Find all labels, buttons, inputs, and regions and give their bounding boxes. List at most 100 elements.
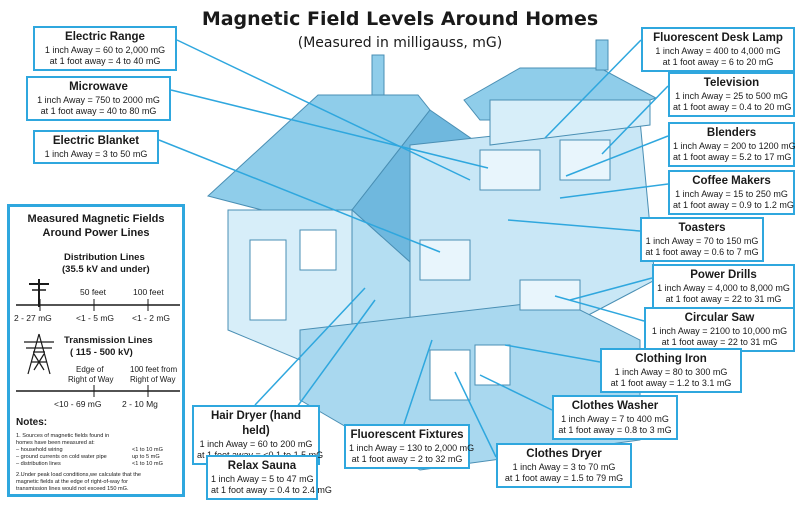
callout-line: at 1 foot away = 40 to 80 mG [40,106,157,116]
callout-line: at 1 foot away = 0.4 to 2.4 mG [211,485,332,495]
callout-line: at 1 foot away = 2 to 32 mG [351,454,463,464]
callout-circular-saw: Circular Saw 1 inch Away = 2100 to 10,00… [644,307,795,352]
power-lines-panel: Measured Magnetic Fields Around Power Li… [7,204,185,497]
transmission-tower-icon [24,333,54,375]
callout-title: Coffee Makers [692,175,771,187]
callout-line: at 1 foot away = 4 to 40 mG [49,56,161,66]
note-item-label: – ground currents on cold water pipe [16,454,107,460]
callout-title: Electric Range [65,31,145,43]
leader-line [176,39,471,181]
house-details [249,39,611,401]
leader-line [601,85,669,155]
distribution-header-100ft: 100 feet [133,287,164,297]
note-item-label: – distribution lines [16,461,61,467]
callout-fluorescent-desk-lamp: Fluorescent Desk Lamp 1 inch Away = 400 … [641,27,795,72]
callout-power-drills: Power Drills 1 inch Away = 4,000 to 8,00… [652,264,795,309]
callout-relax-sauna: Relax Sauna 1 inch Away = 5 to 47 mG at … [206,455,332,500]
callout-title: Television [703,77,760,89]
callout-line: 1 inch Away = 200 to 1200 mG [673,141,796,151]
transmission-title: Transmission Lines [64,335,153,346]
leader-line [544,39,642,139]
leader-line [504,344,601,363]
note-item-label: – household wiring [16,447,63,453]
page-title: Magnetic Field Levels Around Homes [201,8,599,30]
callout-clothes-washer: Clothes Washer 1 inch Away = 7 to 400 mG… [552,395,678,440]
callout-line: 1 inch Away = 7 to 400 mG [561,414,669,424]
note-item-value: <1 to 10 mG [132,461,163,467]
callout-title: Hair Dryer (hand held) [210,410,302,437]
callout-electric-blanket: Electric Blanket 1 inch Away = 3 to 50 m… [33,130,159,164]
callout-coffee-makers: Coffee Makers 1 inch Away = 15 to 250 mG… [668,170,795,215]
note-2-line3: transmission lines would not exceed 150 … [16,486,129,492]
note-1-line1: 1. Sources of magnetic fields found in [16,433,110,439]
callout-television: Television 1 inch Away = 25 to 500 mG at… [668,72,795,117]
callout-line: 1 inch Away = 3 to 50 mG [44,149,148,159]
callout-line: at 1 foot away = 0.9 to 1.2 mG [673,200,794,210]
callout-line: 1 inch Away = 750 to 2000 mG [37,95,160,105]
leader-line [254,287,366,406]
callout-title: Fluorescent Desk Lamp [653,32,783,44]
callout-line: at 1 foot away = 0.8 to 3 mG [558,425,672,435]
note-item-value: <1 to 10 mG [132,447,163,453]
callout-line: at 1 foot away = 1.5 to 79 mG [504,473,624,483]
leader-line [454,371,497,458]
callout-title: Power Drills [690,269,757,281]
callout-line: 1 inch Away = 130 to 2,000 mG [349,443,475,453]
distribution-value-50ft: <1 - 5 mG [76,313,115,323]
callout-line: at 1 foot away = 22 to 31 mG [665,294,782,304]
distance-scale-line [16,299,180,311]
callout-blenders: Blenders 1 inch Away = 200 to 1200 mG at… [668,122,796,167]
callout-title: Microwave [69,81,128,93]
callout-title: Clothing Iron [635,353,707,365]
distribution-value-100ft: <1 - 2 mG [132,313,171,323]
leader-line [559,183,669,199]
callout-line: 1 inch Away = 3 to 70 mG [512,462,616,472]
callout-line: 1 inch Away = 15 to 250 mG [675,189,788,199]
callout-fluorescent-fixtures: Fluorescent Fixtures 1 inch Away = 130 t… [344,424,475,469]
callout-line: 1 inch Away = 60 to 200 mG [199,439,313,449]
callout-title: Fluorescent Fixtures [350,429,464,441]
utility-pole-icon [29,279,49,307]
note-2-line2: magnetic fields at the edge of right-of-… [16,479,128,485]
leader-line [569,277,653,301]
callout-line: 1 inch Away = 70 to 150 mG [645,236,759,246]
leader-line [554,295,645,322]
transmission-value-100ft: 2 - 10 Mg [122,399,158,409]
leader-line [403,339,433,425]
callout-line: at 1 foot away = 0.4 to 20 mG [673,102,792,112]
leader-line [158,139,441,253]
callout-line: 1 inch Away = 60 to 2,000 mG [44,45,166,55]
callout-electric-range: Electric Range 1 inch Away = 60 to 2,000… [33,26,177,71]
distribution-header-50ft: 50 feet [80,287,106,297]
callout-line: at 1 foot away = 6 to 20 mG [662,57,774,67]
callout-line: 1 inch Away = 80 to 300 mG [614,367,728,377]
leader-line [479,374,553,411]
callout-title: Relax Sauna [227,460,297,472]
callout-line: 1 inch Away = 4,000 to 8,000 mG [657,283,790,293]
callout-title: Electric Blanket [52,135,140,147]
callout-line: 1 inch Away = 2100 to 10,000 mG [651,326,788,336]
transmission-header-100ft-line2: Right of Way [130,375,176,384]
callout-line: at 1 foot away = 22 to 31 mG [661,337,778,347]
callout-line: at 1 foot away = 1.2 to 3.1 mG [610,378,732,388]
callout-line: at 1 foot away = 0.6 to 7 mG [645,247,759,257]
callout-line: at 1 foot away = 5.2 to 17 mG [673,152,792,162]
notes-heading: Notes: [16,417,48,428]
callout-microwave: Microwave 1 inch Away = 750 to 2000 mG a… [26,76,171,121]
callout-line: 1 inch Away = 5 to 47 mG [211,474,314,484]
callout-toasters: Toasters 1 inch Away = 70 to 150 mG at 1… [640,217,764,262]
callout-title: Toasters [678,222,726,234]
leader-line [170,89,489,169]
distribution-title: Distribution Lines [64,252,145,263]
transmission-header-100ft: 100 feet from [130,365,178,374]
callout-title: Circular Saw [684,312,755,324]
leader-line [507,219,641,232]
transmission-scale-line [16,385,180,397]
callout-title: Clothes Washer [571,400,659,412]
panel-title: Measured Magnetic Fields [27,213,165,225]
transmission-value-edge: <10 - 69 mG [54,399,102,409]
leader-line [565,135,669,177]
